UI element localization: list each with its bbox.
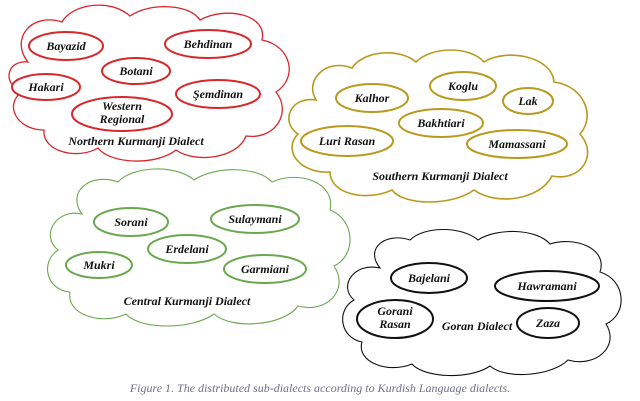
dialect-label: Botani: [118, 64, 153, 78]
dialect-label: Mamassani: [487, 137, 546, 151]
dialect-botani: [101, 57, 171, 85]
dialect-label: Hawramani: [516, 279, 577, 293]
dialect-label: Sulaymani: [228, 212, 282, 226]
dialect-label: Erdelani: [164, 242, 209, 256]
dialect-mukri: [65, 251, 133, 279]
dialect-mamassani: [466, 129, 568, 159]
dialect-label: Koglu: [447, 79, 478, 93]
dialect-label: Hakari: [27, 80, 64, 94]
dialect-label: Kalhor: [354, 91, 390, 105]
cluster-title-southern: Southern Kurmanji Dialect: [372, 169, 508, 183]
dialect-sorani: [93, 207, 169, 237]
dialect-label: Bajelani: [407, 271, 451, 285]
dialect-label: Mukri: [82, 258, 115, 272]
dialect-label: Garmiani: [241, 262, 290, 276]
dialect-label: Bayazid: [45, 39, 86, 53]
dialect-label: Bakhtiari: [416, 116, 465, 130]
dialect-zaza: [516, 307, 580, 339]
dialect-luri-rasan: [300, 125, 394, 157]
figure-caption: Figure 1. The distributed sub-dialects a…: [129, 381, 511, 395]
cluster-title-central: Central Kurmanji Dialect: [124, 294, 251, 308]
dialect-label: Zaza: [535, 316, 560, 330]
cluster-title-goran: Goran Dialect: [442, 319, 513, 333]
dialect-label: Şemdinan: [193, 87, 243, 101]
dialect-bayazid: [28, 31, 104, 61]
dialect-kalhor: [335, 83, 409, 113]
cluster-title-northern: Northern Kurmanji Dialect: [67, 134, 204, 148]
dialect-gorani-rasan: [356, 299, 434, 339]
dialect-sulaymani: [210, 204, 300, 234]
dialect-hawramani: [494, 270, 600, 302]
dialect-behdinan: [164, 29, 252, 59]
cluster-southern: Kalhor Koglu Lak Bakhtiari Luri Rasan Ma…: [288, 49, 589, 203]
cluster-central: Sorani Sulaymani Erdelani Mukri Garmiani…: [47, 168, 351, 327]
dialect-garmiani: [223, 254, 307, 284]
dialect-western-regional: [71, 96, 173, 132]
dialect-koglu: [429, 71, 497, 101]
dialect-lak: [502, 87, 554, 115]
dialect-semdinan: [175, 79, 261, 109]
dialect-label: Luri Rasan: [318, 134, 376, 148]
dialect-bajelani: [390, 262, 468, 294]
cluster-northern: Bayazid Behdinan Botani Hakari Şemdinan …: [8, 4, 290, 162]
dialect-label: Behdinan: [183, 37, 233, 51]
dialect-label: Sorani: [114, 215, 148, 229]
dialect-bakhtiari: [398, 108, 484, 138]
dialect-hakari: [11, 73, 81, 101]
dialect-erdelani: [147, 234, 227, 264]
dialect-label: Lak: [517, 94, 537, 108]
